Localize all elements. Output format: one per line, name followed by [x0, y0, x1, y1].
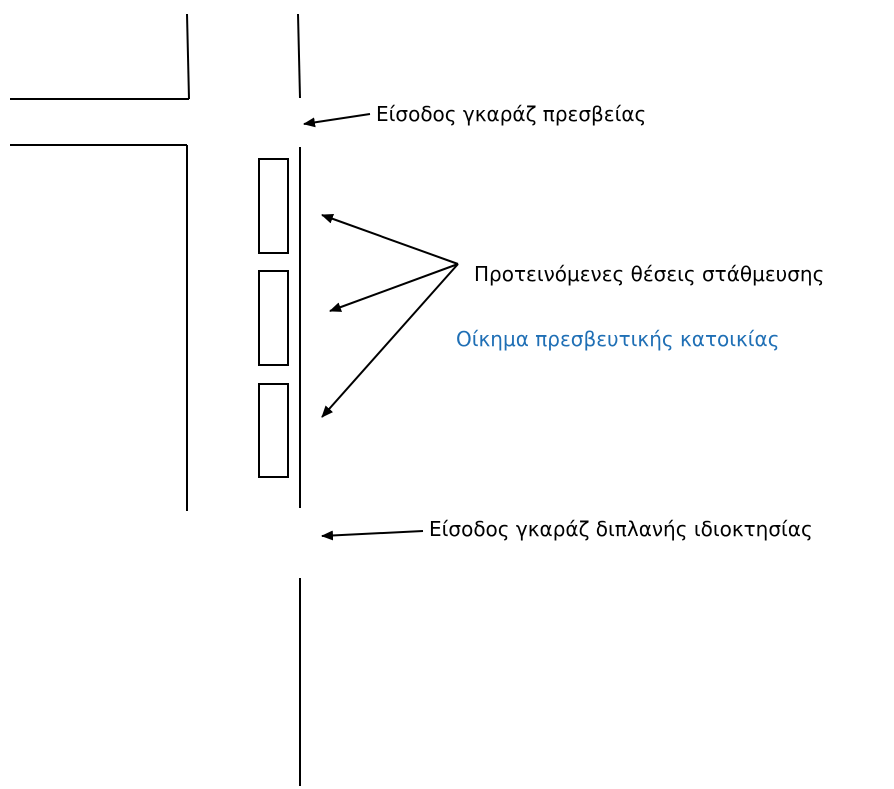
garage-embassy-label: Είσοδος γκαράζ πρεσβείας	[376, 102, 647, 126]
main-street-right-edge-top	[297, 13, 301, 99]
parking-space-1	[258, 158, 289, 254]
arrow-garage-embassy	[303, 113, 371, 128]
arrow-parking-2	[329, 263, 459, 312]
parking-spaces	[258, 158, 289, 478]
parking-space-2	[258, 270, 289, 366]
street-outline	[10, 13, 301, 786]
parking-space-3	[258, 383, 289, 478]
arrow-parking-3	[321, 263, 459, 418]
arrow-garage-neighbor	[321, 530, 424, 541]
proposed-parking-label: Προτεινόμενες θέσεις στάθμευσης	[474, 262, 825, 286]
garage-neighbor-label: Είσοδος γκαράζ διπλανής ιδιοκτησίας	[429, 517, 813, 541]
cross-street-upper-left-vertical	[186, 13, 190, 100]
residence-building-label: Οίκημα πρεσβευτικής κατοικίας	[456, 327, 780, 351]
arrow-parking-1	[321, 214, 459, 265]
arrows	[303, 113, 459, 541]
